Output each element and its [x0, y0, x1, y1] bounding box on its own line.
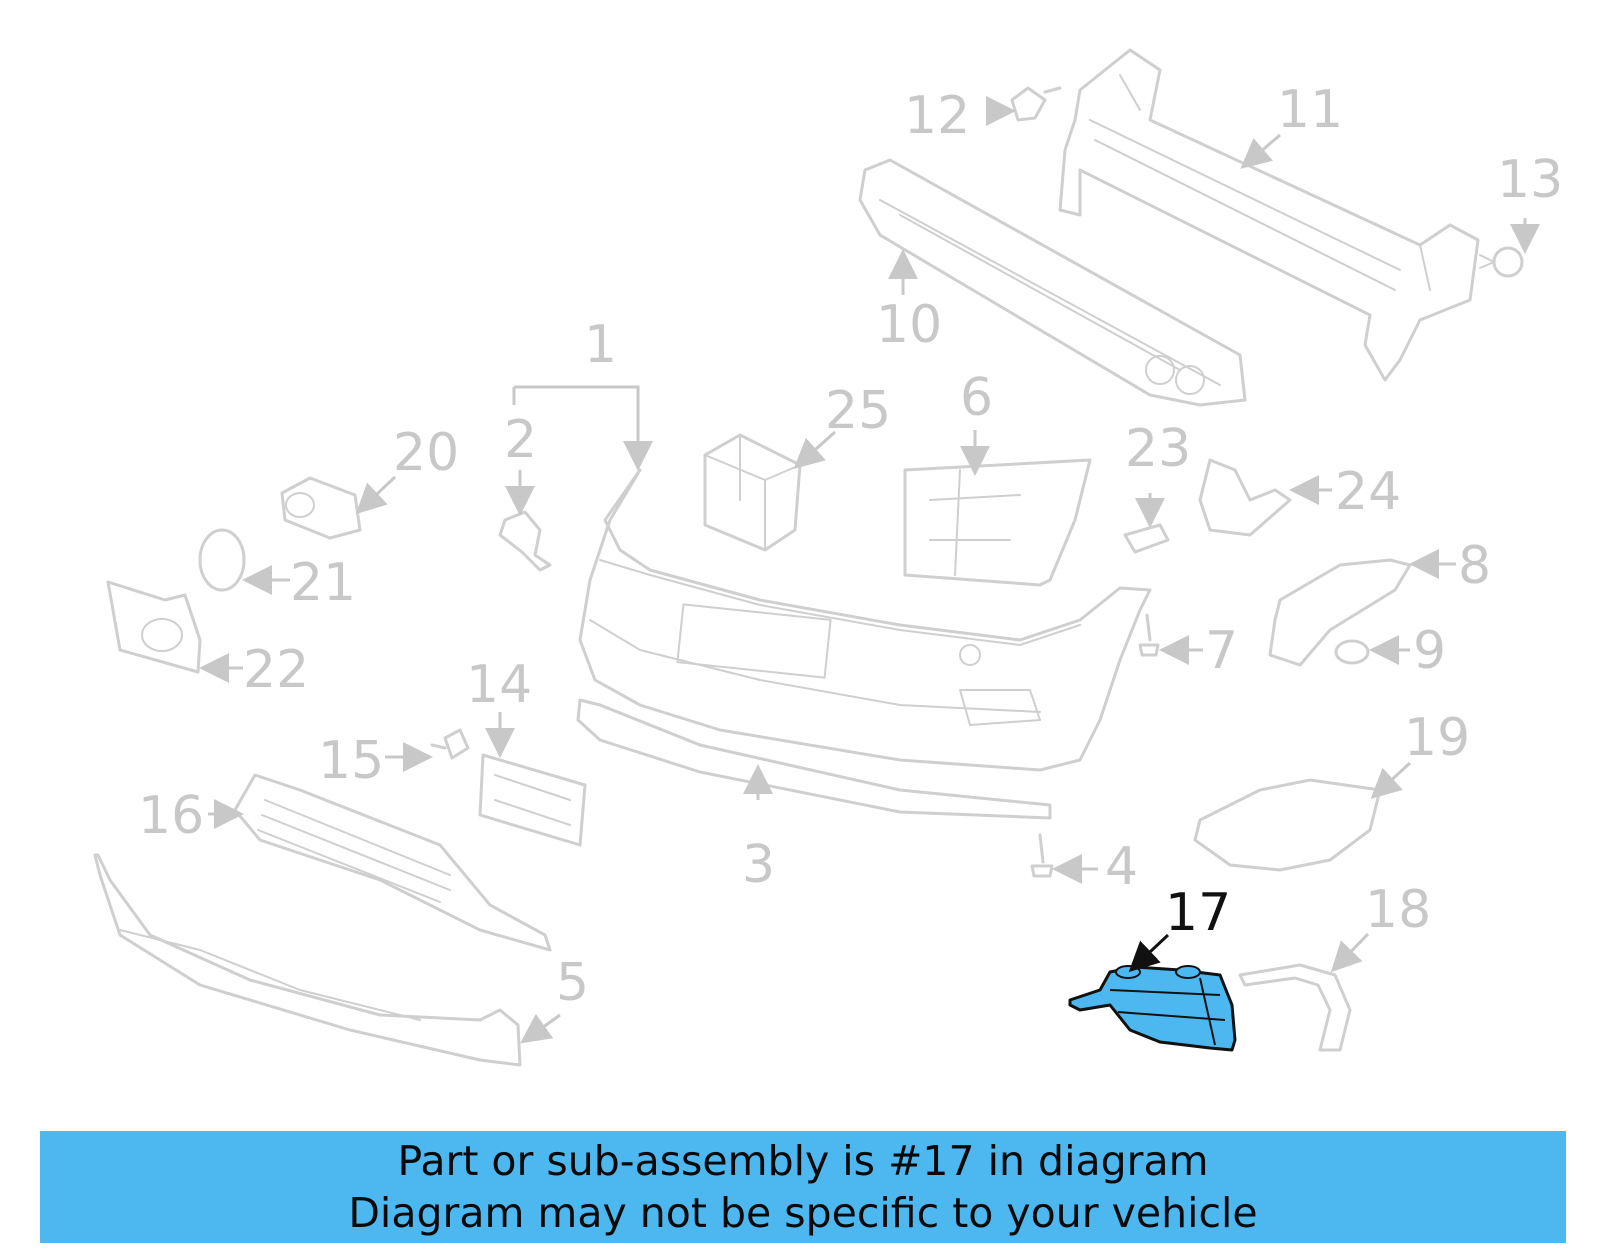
part-18-fog-trim: [1238, 963, 1352, 1052]
callout-9: 9: [1413, 621, 1446, 681]
part-24-side-bracket: [1198, 458, 1292, 537]
callout-14: 14: [466, 655, 532, 715]
part-5-lower-valance: [93, 853, 522, 1067]
part-6-mounting-bracket: [903, 458, 1092, 587]
part-16-lower-grille: [233, 773, 552, 952]
callout-1: 1: [584, 315, 617, 375]
callout-2: 2: [504, 410, 537, 470]
part-17-fog-lamp-cover-highlighted[interactable]: [1068, 965, 1237, 1052]
part-1-bumper-cover: [578, 468, 1152, 772]
callout-labels: 1 2 3 4 5 6 7 8 9 10 11 12 13 14 15 16 1…: [138, 80, 1563, 1013]
banner-line-disclaimer: Diagram may not be specific to your vehi…: [348, 1189, 1258, 1237]
part-13-screw: [1479, 246, 1524, 278]
part-11-reinforcement-bar: [1058, 48, 1480, 382]
exploded-view-drawing: 1 2 3 4 5 6 7 8 9 10 11 12 13 14 15 16 1…: [93, 48, 1563, 1067]
callout-16: 16: [138, 786, 204, 846]
part-20-park-sensor: [280, 476, 362, 540]
part-23-connector: [1123, 523, 1170, 554]
callout-5: 5: [556, 953, 589, 1013]
callout-23: 23: [1125, 419, 1191, 479]
callout-4: 4: [1105, 837, 1138, 897]
callout-10: 10: [876, 295, 942, 355]
callout-19: 19: [1404, 708, 1470, 768]
part-22-sensor-bracket: [106, 580, 202, 674]
callout-21: 21: [290, 553, 356, 613]
part-9-nut: [1334, 639, 1370, 665]
callout-17-highlighted[interactable]: 17: [1165, 883, 1231, 943]
part-3-lower-spoiler: [576, 698, 1052, 820]
banner-line-part-number: Part or sub-assembly is #17 in diagram: [397, 1137, 1209, 1185]
callout-3: 3: [742, 835, 775, 895]
callout-25: 25: [825, 381, 891, 441]
part-15-clip: [430, 728, 470, 760]
part-2-bracket: [498, 510, 552, 572]
callout-15: 15: [318, 731, 384, 791]
part-14-license-bracket: [478, 753, 587, 847]
callout-18: 18: [1365, 880, 1431, 940]
callout-7: 7: [1205, 621, 1238, 681]
part-8-guide-bracket: [1268, 558, 1412, 667]
part-10-energy-absorber: [858, 158, 1247, 407]
info-banner: Part or sub-assembly is #17 in diagram D…: [40, 1131, 1566, 1243]
callout-20: 20: [393, 423, 459, 483]
part-12-clip: [1010, 86, 1062, 122]
callout-13: 13: [1497, 150, 1563, 210]
part-7-screw: [1138, 613, 1160, 657]
part-4-screw: [1030, 833, 1054, 878]
callout-22: 22: [243, 640, 309, 700]
callout-11: 11: [1277, 80, 1343, 140]
leader-arrows: [199, 96, 1540, 1044]
part-21-sensor-ring: [198, 528, 246, 592]
part-25-radar-module: [703, 433, 802, 552]
part-19-fog-bracket: [1193, 778, 1382, 872]
callout-8: 8: [1458, 536, 1491, 596]
callout-24: 24: [1335, 462, 1401, 522]
callout-6: 6: [960, 368, 993, 428]
parts-diagram: 1 2 3 4 5 6 7 8 9 10 11 12 13 14 15 16 1…: [93, 48, 1563, 1067]
callout-12: 12: [904, 86, 970, 146]
